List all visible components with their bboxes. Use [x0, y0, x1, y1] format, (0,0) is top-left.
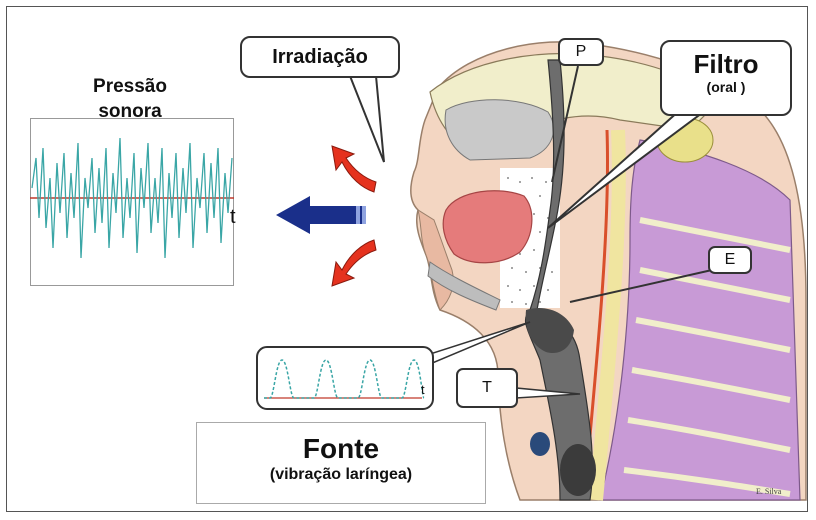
source-pointer	[430, 322, 530, 364]
fonte-label: Fonte	[197, 433, 485, 465]
fonte-sublabel: (vibração laríngea)	[197, 465, 485, 485]
filtro-pointer	[548, 110, 706, 228]
marker-e: E	[708, 246, 752, 274]
marker-p-label: P	[576, 43, 587, 60]
irradiacao-callout: Irradiação	[240, 36, 400, 78]
filtro-callout: Filtro (oral )	[660, 40, 792, 116]
t-pointer	[516, 388, 580, 398]
marker-p: P	[558, 38, 604, 66]
marker-t: T	[456, 368, 518, 408]
e-pointer	[570, 270, 712, 302]
filtro-sublabel: (oral )	[662, 78, 790, 96]
irradiacao-pointer	[350, 76, 384, 162]
glottal-source-waveform	[256, 346, 434, 410]
marker-t-label: T	[482, 379, 492, 396]
filtro-label: Filtro	[662, 50, 790, 78]
fonte-label-box: Fonte (vibração laríngea)	[196, 422, 486, 504]
marker-e-label: E	[725, 251, 736, 268]
source-time-axis-label: t	[421, 382, 425, 397]
irradiacao-label: Irradiação	[272, 46, 368, 68]
p-pointer	[552, 66, 578, 182]
